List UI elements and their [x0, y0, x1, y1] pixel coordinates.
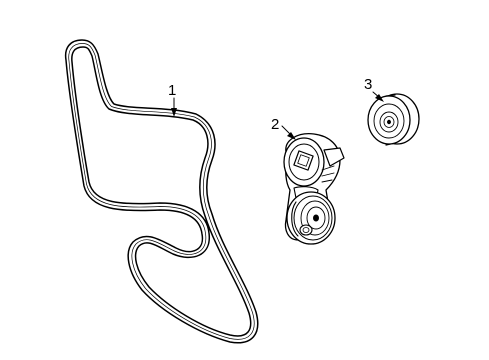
- serpentine-belt: [64, 39, 259, 344]
- callout-2: 2: [271, 116, 296, 140]
- callout-3-arrowhead: [375, 94, 384, 102]
- callout-3: 3: [364, 76, 384, 102]
- belt-tensioner: [283, 133, 345, 245]
- callout-1: 1: [168, 82, 177, 117]
- callout-1-arrowhead: [171, 108, 177, 117]
- callout-3-label: 3: [364, 76, 372, 93]
- idler-pulley: [367, 93, 420, 146]
- callout-1-label: 1: [168, 82, 176, 99]
- callout-2-arrowhead: [287, 132, 296, 140]
- callout-2-label: 2: [271, 116, 279, 133]
